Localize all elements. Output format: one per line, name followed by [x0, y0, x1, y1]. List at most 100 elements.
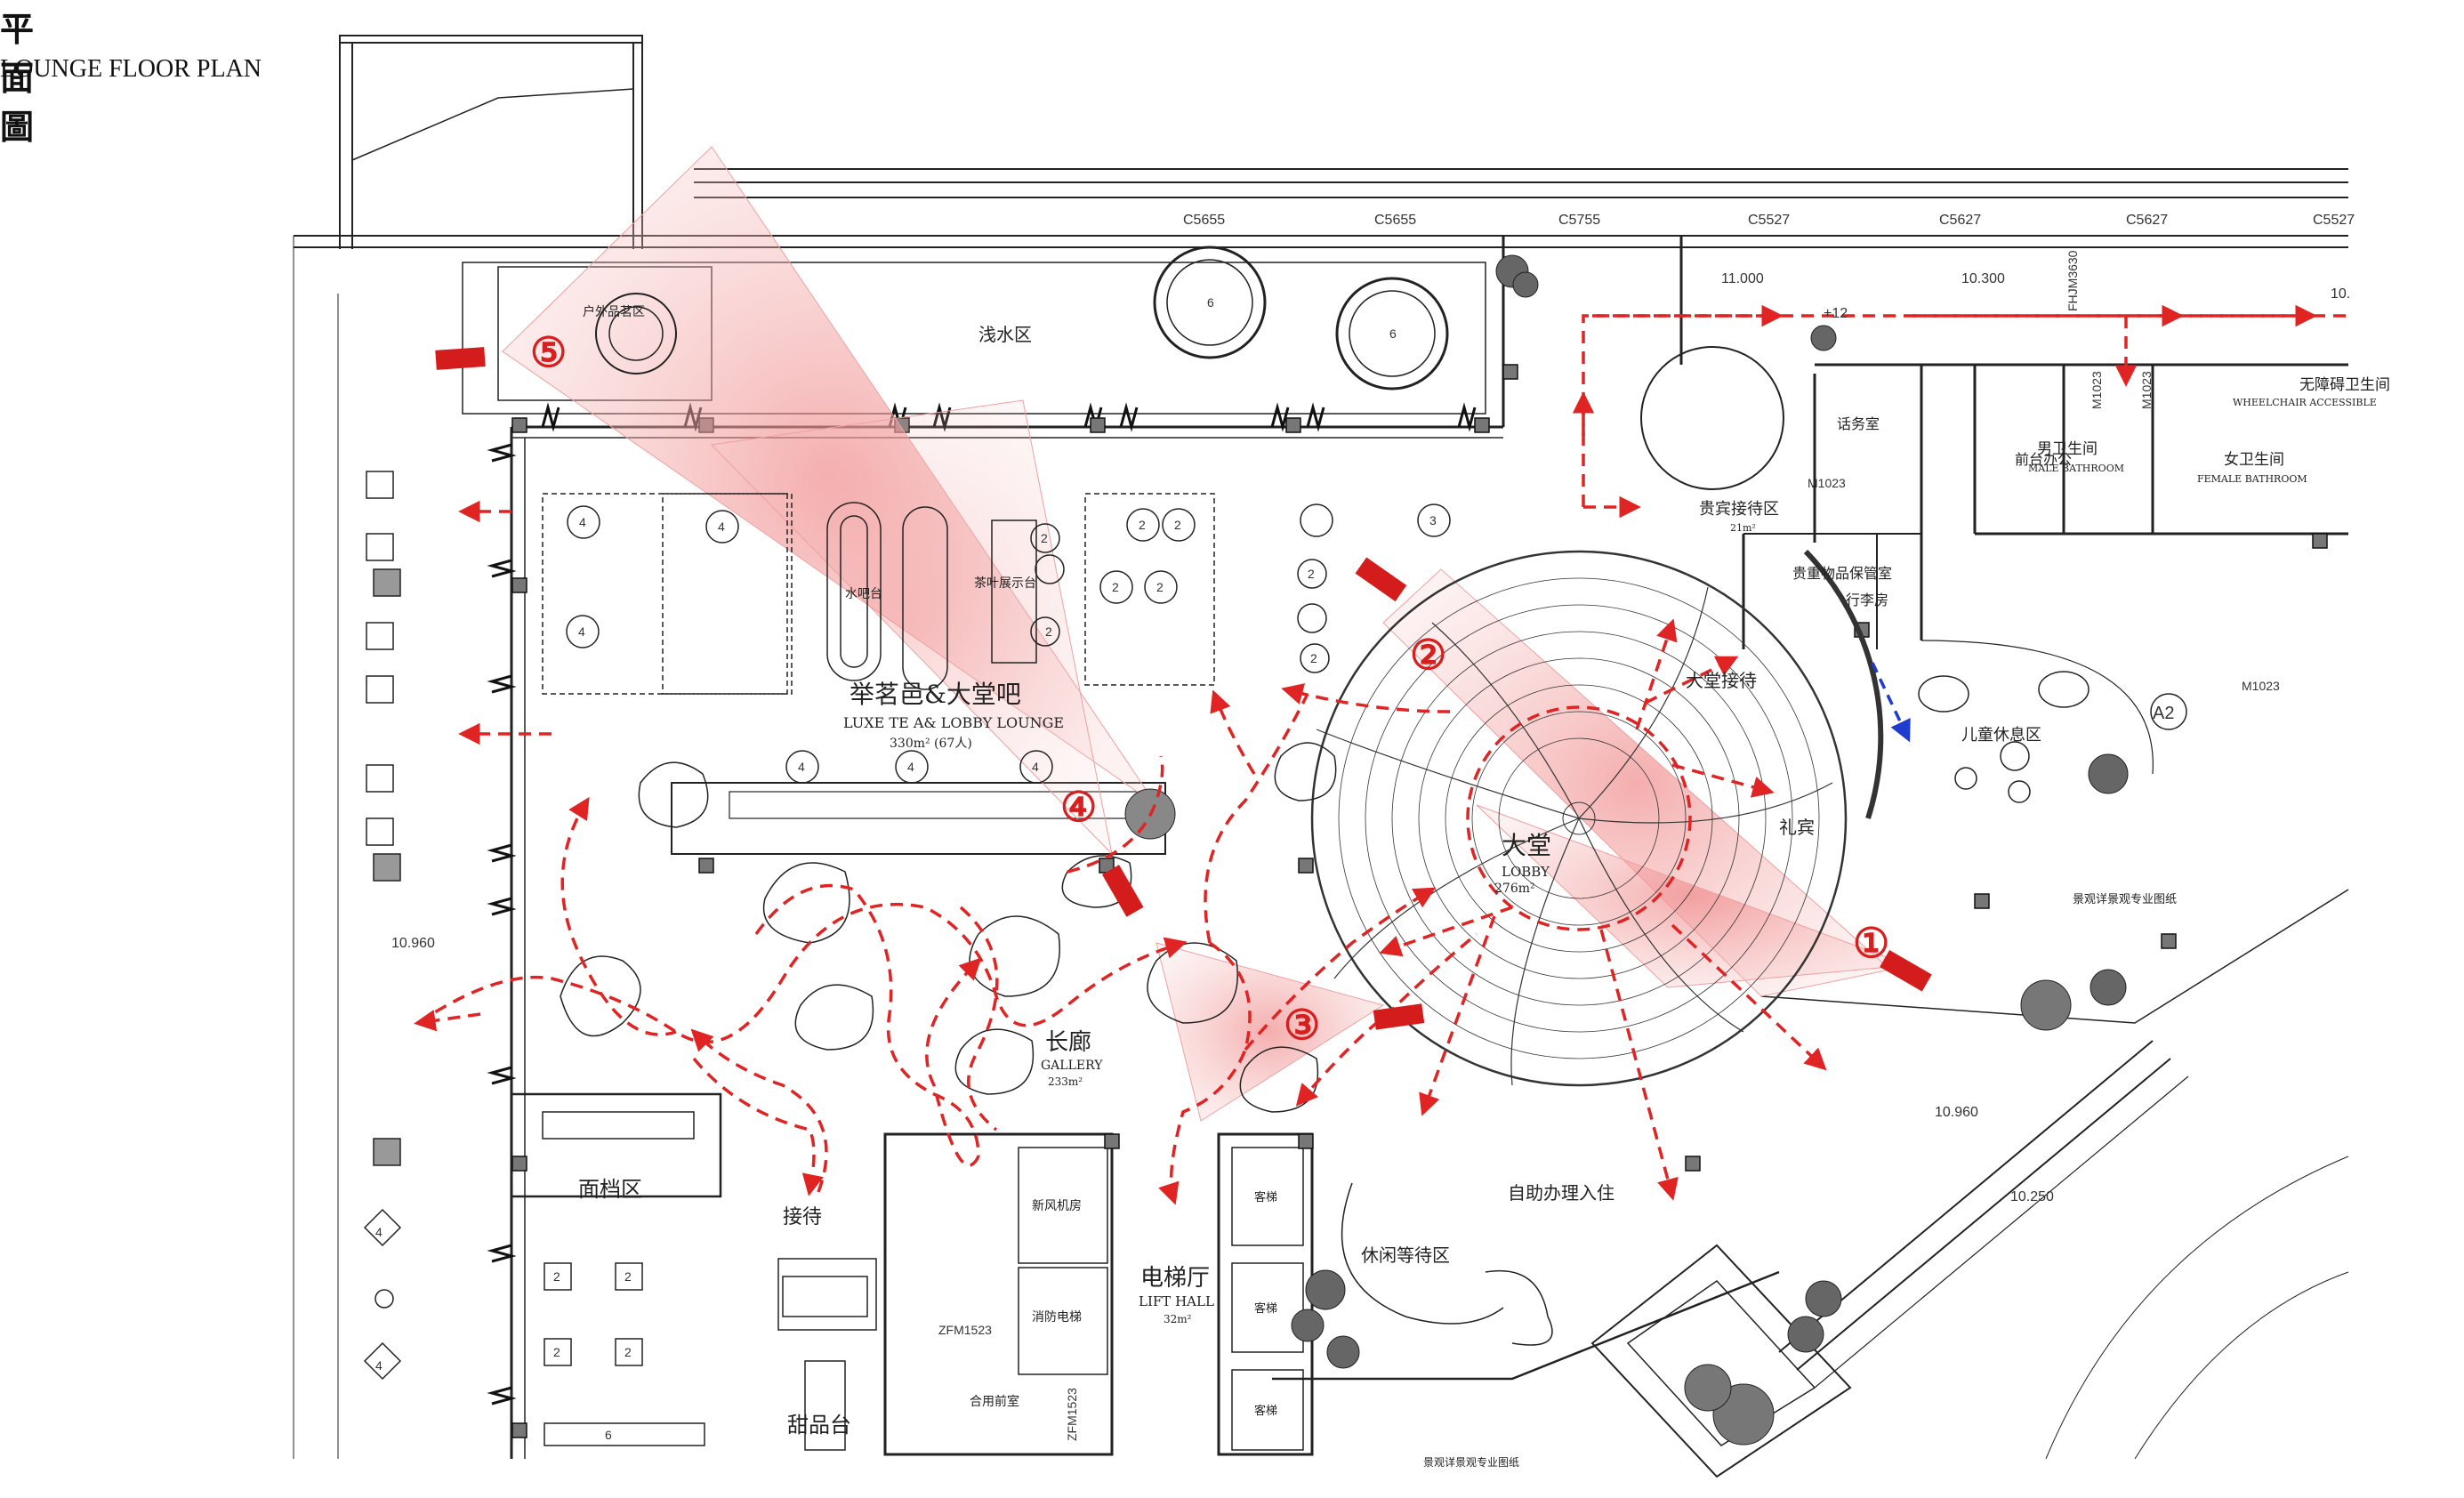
seat-count: 2 [624, 1345, 632, 1359]
view-marker-4: ④ [1060, 783, 1097, 831]
view-marker-3: ③ [1284, 1001, 1320, 1049]
door-tag: ZFM1523 [1065, 1388, 1079, 1441]
building-walls [293, 35, 2349, 1478]
column-ref: C5755 [1558, 213, 1600, 228]
label-dessert: 甜品台 [787, 1413, 851, 1438]
door-tag: M1023 [1808, 476, 1846, 490]
lobby-rotunda [1310, 549, 1884, 1087]
view-cone-4 [710, 399, 1113, 856]
planting [1124, 254, 2129, 1446]
view-marker-5: ⑤ [530, 328, 567, 376]
label-ventilation: 新风机房 [1032, 1199, 1082, 1213]
label-water-bar: 水吧台 [845, 587, 882, 601]
label-lobby-area: 276m² [1494, 882, 1535, 896]
label-male-wc-cn: 男卫生间 [2037, 440, 2098, 458]
glazing-zigzags [487, 402, 1477, 1405]
door-tag: ZFM1523 [938, 1323, 992, 1337]
label-lift-hall-en: LIFT HALL [1139, 1293, 1214, 1309]
seat-count: 2 [1310, 651, 1317, 665]
dimension-label: +12 [1824, 306, 1848, 321]
label-lift-hall-cn: 电梯厅 [1140, 1265, 1210, 1292]
label-phone-room: 话务室 [1837, 415, 1880, 432]
label-accessible-en: WHEELCHAIR ACCESSIBLE [2233, 397, 2377, 408]
dimension-label: 10.300 [1961, 271, 2005, 286]
label-self-checkin: 自助办理入住 [1508, 1182, 1614, 1204]
seat-count: 2 [1308, 567, 1315, 581]
dimensions: 11.000 10.300 10.960 10.960 10.250 +12 1… [391, 271, 2350, 1204]
column-ref: C5627 [2126, 213, 2168, 228]
door-tag: FHJM3630 [2065, 250, 2080, 311]
label-kids-area: 儿童休息区 [1961, 726, 2041, 745]
seat-count: 4 [375, 1358, 382, 1373]
seat-count: 2 [1041, 531, 1048, 545]
view-cone-1 [1476, 804, 1909, 988]
label-vip-reception: 贵宾接待区 [1699, 500, 1779, 519]
dimension-label: 10.960 [391, 936, 435, 951]
service-route [1871, 662, 1911, 743]
seat-count: 6 [1389, 326, 1397, 341]
dimension-label: 10. [2331, 286, 2350, 302]
seat-count: 2 [1045, 624, 1052, 639]
label-gallery-area: 233m² [1048, 1075, 1083, 1088]
label-tea-lounge-cn: 举茗邑&大堂吧 [850, 680, 1021, 709]
view-markers: ① ② ③ ④ ⑤ [530, 328, 1889, 1049]
grid-bubble [2150, 693, 2187, 730]
seat-count: 4 [375, 1225, 382, 1239]
label-lobby-reception: 大堂接待 [1686, 670, 1757, 691]
column-ref: C5655 [1374, 213, 1416, 228]
dimension-label: 10.250 [2010, 1189, 2054, 1204]
label-valuables: 贵重物品保管室 [1792, 565, 1892, 582]
label-leisure-wait: 休闲等待区 [1361, 1244, 1450, 1266]
seat-count: 4 [578, 624, 585, 639]
label-tea-lounge-en: LUXE TE A& LOBBY LOUNGE [843, 714, 1064, 731]
seat-count: 2 [1156, 580, 1164, 594]
seat-count: 2 [553, 1345, 560, 1359]
seat-count: 2 [553, 1269, 560, 1284]
plan-title-cn: 平面圖 [0, 9, 36, 147]
label-lobby-en: LOBBY [1502, 864, 1550, 880]
view-cones [502, 146, 1909, 1122]
grid-tag: A2 [2153, 704, 2174, 723]
view-cone-3 [1156, 942, 1385, 1122]
seat-count: 4 [798, 760, 805, 774]
seat-count: 4 [1032, 760, 1039, 774]
label-male-wc-en: MALE BATHROOM [2028, 463, 2124, 474]
label-accessible-cn: 无障碍卫生间 [2299, 376, 2390, 394]
column-ref: C5655 [1183, 213, 1225, 228]
view-marker-1: ① [1853, 919, 1889, 967]
seat-count: 2 [1139, 518, 1146, 532]
label-luggage: 行李房 [1846, 592, 1888, 608]
label-lift-hall-area: 32m² [1164, 1313, 1192, 1325]
label-concierge: 礼宾 [1779, 817, 1815, 838]
seat-count: 6 [1207, 295, 1214, 310]
label-lobby-cn: 大堂 [1502, 831, 1551, 860]
label-noodle: 面档区 [578, 1177, 642, 1202]
furniture [542, 246, 2090, 1446]
plan-title-en: LOUNGE FLOOR PLAN [0, 55, 262, 83]
label-outdoor-tea: 户外品茗区 [583, 304, 645, 319]
label-fire-lift: 消防电梯 [1032, 1310, 1082, 1325]
column-ref: C5627 [1939, 213, 1981, 228]
dimension-label: 10.960 [1935, 1105, 1978, 1120]
label-female-wc-en: FEMALE BATHROOM [2197, 473, 2307, 485]
view-marker-2: ② [1410, 631, 1446, 679]
seat-count: 2 [624, 1269, 632, 1284]
circulation-routes [414, 304, 2348, 1205]
label-front-office: 前台办公 [2015, 451, 2072, 468]
label-guest-lift: 客梯 [1254, 1301, 1277, 1316]
column-refs: C5655 C5655 C5755 C5527 C5627 C5627 C552… [1183, 213, 2355, 228]
seat-count: 4 [718, 519, 725, 534]
door-tags: M1023 M1023 M1023 M1023 FHJM3630 ZFM1523… [938, 250, 2280, 1441]
seat-count: 6 [605, 1428, 612, 1442]
seat-count: 4 [579, 515, 586, 529]
room-labels: 浅水区 户外品茗区 举茗邑&大堂吧 LUXE TE A& LOBBY LOUNG… [578, 304, 2390, 1469]
label-tea-lounge-area: 330m² (67人) [890, 737, 972, 751]
outdoor-seating [337, 294, 402, 1459]
label-landscape-note-2: 景观详景观专业图纸 [1423, 1455, 1519, 1469]
door-tag: M1023 [2242, 679, 2280, 693]
seat-counts: 4 4 4 2 2 2 2 2 2 3 2 2 4 4 4 6 6 2 2 2 … [375, 295, 1437, 1442]
seat-count: 3 [1429, 513, 1437, 528]
label-reception: 接待 [783, 1206, 822, 1228]
label-shallow-water: 浅水区 [978, 324, 1032, 345]
